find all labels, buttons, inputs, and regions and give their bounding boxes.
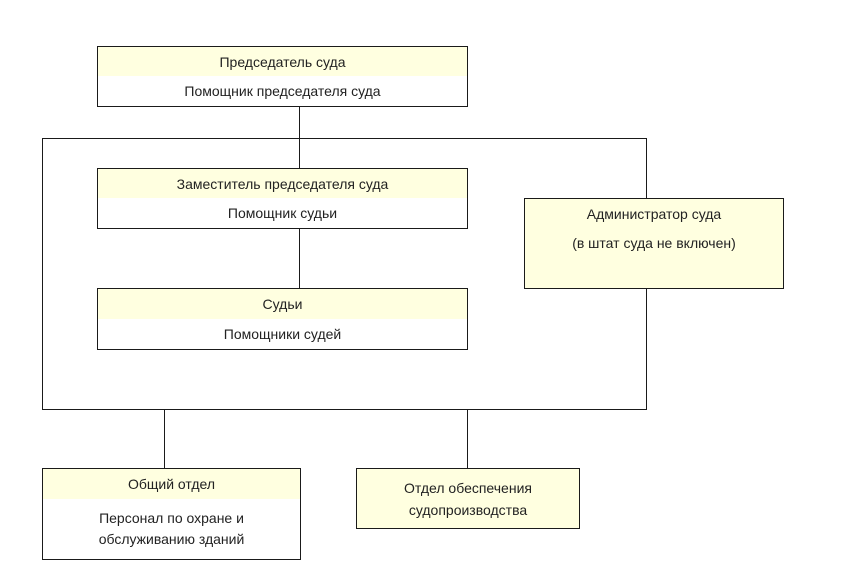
connector-frame-deputy: [299, 138, 300, 169]
general-department-staff-line1: Персонал по охране и: [99, 510, 244, 526]
court-administrator-box: Администратор суда (в штат суда не включ…: [524, 198, 784, 289]
deputy-chairman-box: Заместитель председателя суда Помощник с…: [97, 168, 468, 229]
judges-assistants: Помощники судей: [98, 319, 467, 349]
judges-box: Судьи Помощники судей: [97, 288, 468, 350]
connector-chairman-frame: [299, 106, 300, 138]
judges-title: Судьи: [98, 289, 467, 320]
deputy-chairman-title: Заместитель председателя суда: [98, 169, 467, 199]
chairman-box: Председатель суда Помощник председателя …: [97, 46, 468, 107]
connector-frame-proceedings-department: [467, 409, 468, 469]
general-department-staff-line2: обслуживанию зданий: [98, 531, 245, 547]
court-administrator-note: (в штат суда не включен): [572, 235, 736, 251]
court-administrator-title: Администратор суда: [586, 206, 722, 222]
proceedings-department-line2: судопроизводства: [408, 501, 528, 518]
general-department-title: Общий отдел: [43, 469, 300, 500]
chairman-assistant: Помощник председателя суда: [98, 76, 467, 106]
general-department-staff: Персонал по охране и обслуживанию зданий: [43, 499, 300, 559]
proceedings-department-box: Отдел обеспечения судопроизводства: [356, 468, 580, 529]
chairman-title: Председатель суда: [98, 47, 467, 77]
connector-deputy-judges: [299, 228, 300, 289]
connector-frame-general-department: [164, 409, 165, 469]
general-department-box: Общий отдел Персонал по охране и обслужи…: [42, 468, 301, 560]
proceedings-department-line1: Отдел обеспечения: [404, 479, 532, 496]
deputy-chairman-assistant: Помощник судьи: [98, 198, 467, 228]
